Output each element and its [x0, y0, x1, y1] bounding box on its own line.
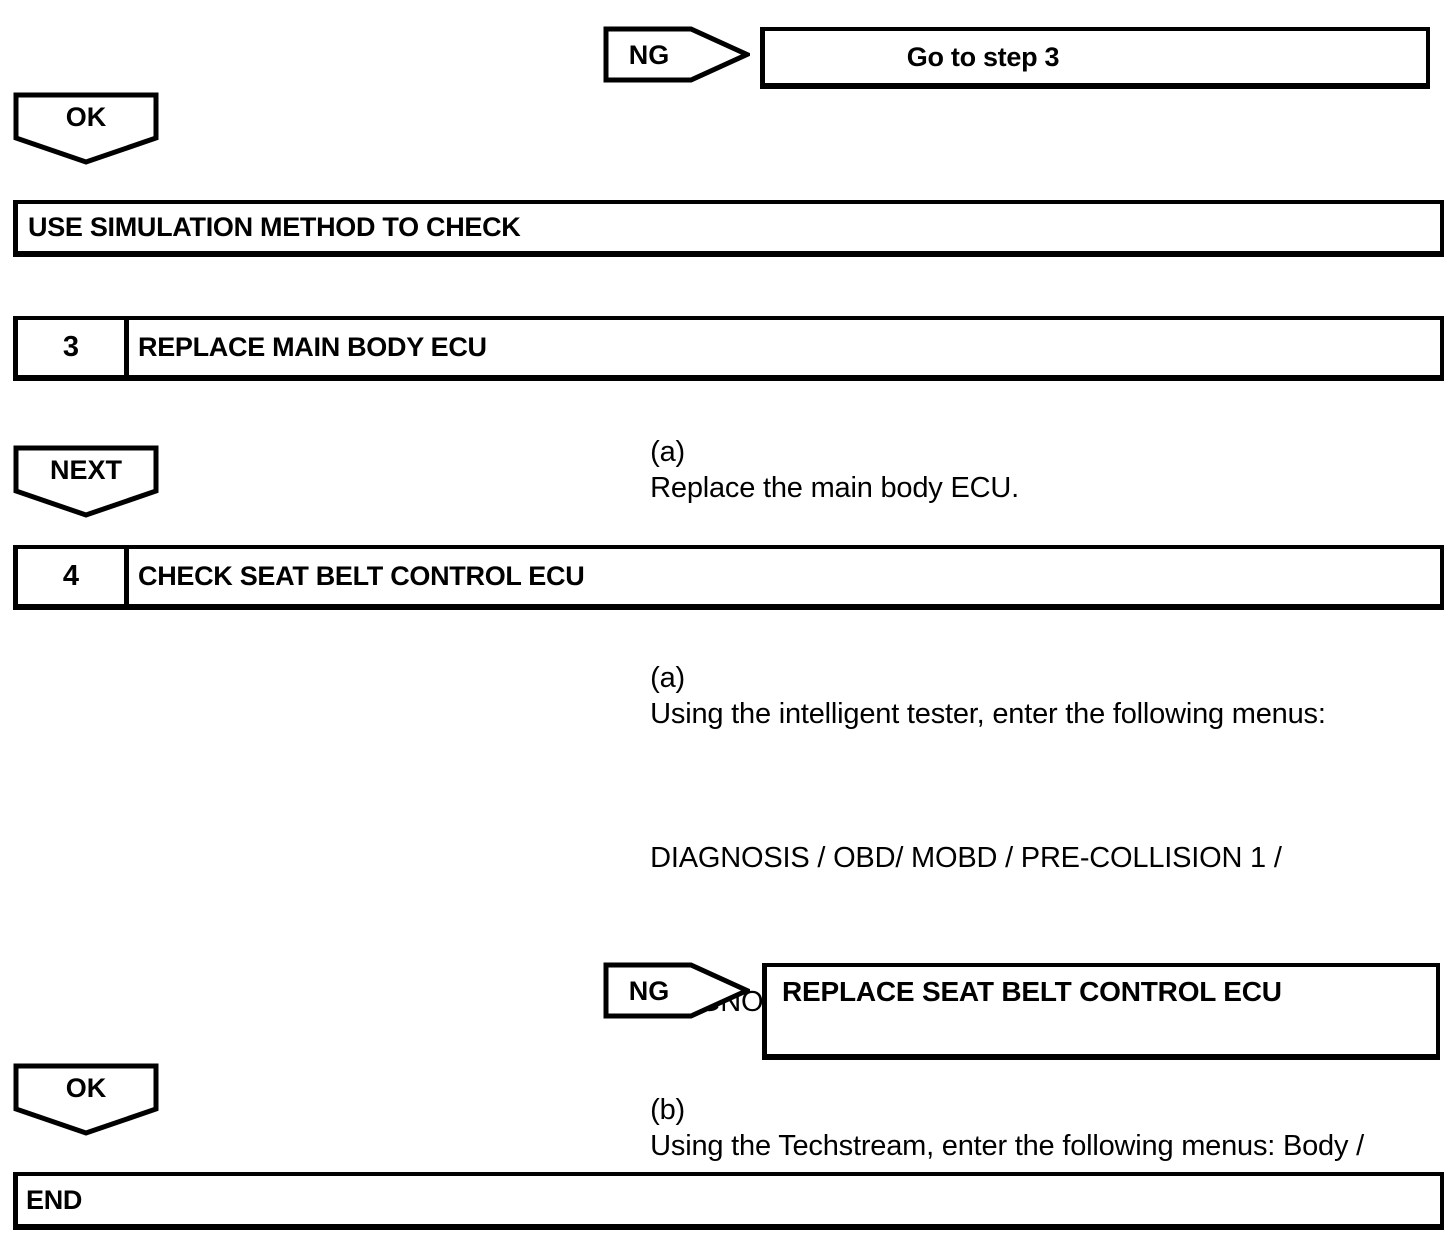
instruction-line: DIAGNOSIS / OBD/ MOBD / PRE-COLLISION 1 … — [603, 768, 1364, 912]
ng-label: NG — [629, 40, 670, 70]
step-4-number: 4 — [18, 549, 129, 604]
instruction-line: (b) Using the Techstream, enter the foll… — [603, 1056, 1364, 1200]
instruction-text: Using the Techstream, enter the followin… — [650, 1130, 1365, 1162]
instruction-text: DIAGNOSIS / OBD/ MOBD / PRE-COLLISION 1 … — [650, 842, 1282, 874]
next-connector: NEXT — [13, 445, 159, 519]
simulation-check-title: USE SIMULATION METHOD TO CHECK — [28, 212, 521, 242]
step-3-title: REPLACE MAIN BODY ECU — [138, 332, 487, 362]
step-4-header: 4 CHECK SEAT BELT CONTROL ECU — [13, 545, 1444, 610]
ng-label: NG — [629, 976, 670, 1006]
ok-label: OK — [66, 1073, 107, 1103]
replace-seat-belt-ecu-box: REPLACE SEAT BELT CONTROL ECU — [762, 963, 1440, 1060]
step-4-title: CHECK SEAT BELT CONTROL ECU — [138, 561, 585, 591]
step-3-number: 3 — [18, 320, 129, 375]
instruction-line: (a) Replace the main body ECU. — [603, 398, 1019, 542]
ok-label: OK — [66, 102, 107, 132]
end-label: END — [26, 1184, 83, 1215]
instruction-label: (a) — [650, 662, 685, 694]
instruction-text: Replace the main body ECU. — [650, 472, 1019, 504]
simulation-check-box: USE SIMULATION METHOD TO CHECK — [13, 200, 1444, 257]
step-4-instructions: (a) Using the intelligent tester, enter … — [603, 624, 1364, 1252]
instruction-line: (a) Using the intelligent tester, enter … — [603, 624, 1364, 768]
next-label: NEXT — [50, 455, 123, 485]
step-3-header: 3 REPLACE MAIN BODY ECU — [13, 316, 1444, 381]
instruction-label: (b) — [650, 1094, 685, 1126]
goto-step-3-box: Go to step 3 — [760, 27, 1430, 89]
replace-seat-belt-ecu-label: REPLACE SEAT BELT CONTROL ECU — [782, 976, 1282, 1007]
ng-connector-bottom: NG — [603, 962, 750, 1019]
ng-connector-top: NG — [603, 26, 750, 83]
step-3-instructions: (a) Replace the main body ECU. — [603, 398, 1019, 542]
ok-connector-top: OK — [13, 92, 159, 166]
instruction-label: (a) — [650, 436, 685, 468]
instruction-text: Using the intelligent tester, enter the … — [650, 698, 1326, 730]
ok-connector-bottom: OK — [13, 1063, 159, 1137]
end-box: END — [13, 1172, 1444, 1230]
goto-step-3-label: Go to step 3 — [906, 41, 1060, 72]
